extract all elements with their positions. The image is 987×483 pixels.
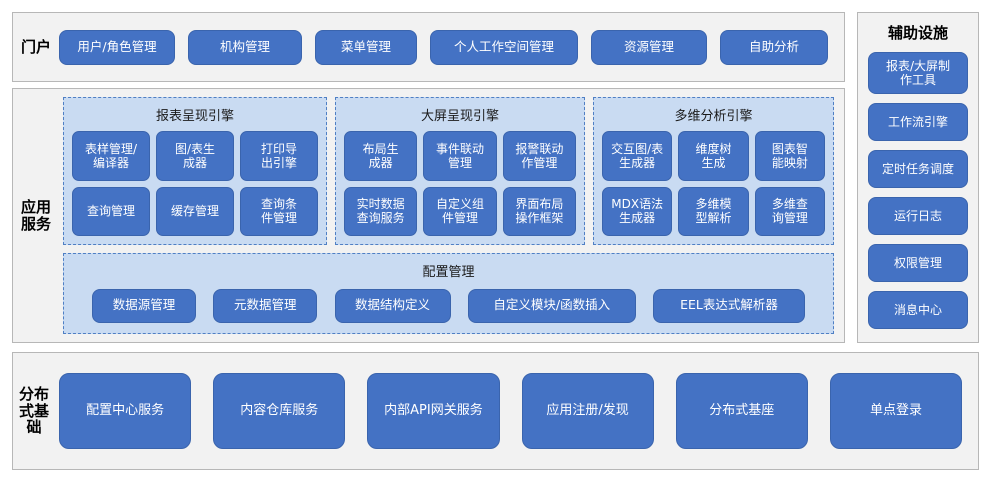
screen-item-custom-component-management[interactable]: 自定义组 件管理 [423, 186, 497, 236]
screen-item-realtime-data-query-service[interactable]: 实时数据 查询服务 [344, 186, 418, 236]
multidimensional-analysis-engine-title: 多维分析引擎 [674, 109, 753, 124]
screen-item-alarm-linkage-action-management[interactable]: 报警联动 作管理 [502, 131, 576, 181]
report-rendering-engine-title: 报表呈现引擎 [155, 109, 234, 124]
config-item-eel-expression-parser[interactable]: EEL表达式解析器 [653, 288, 805, 323]
config-item-custom-module-function-insertion[interactable]: 自定义模块/函数插入 [467, 288, 636, 323]
application-services-body: 报表呈现引擎 表样管理/ 编译器 图/表生 成器 打印导 出引擎 查询管理 缓存… [59, 89, 844, 342]
distributed-foundation-row: 配置中心服务 内容仓库服务 内部API网关服务 应用注册/发现 分布式基座 单点… [55, 373, 978, 449]
application-services-section: 应用服务 报表呈现引擎 表样管理/ 编译器 图/表生 成器 打印导 出引擎 查询… [12, 88, 845, 343]
dist-item-single-sign-on[interactable]: 单点登录 [829, 373, 963, 449]
olap-item-multidimensional-query-management[interactable]: 多维查 询管理 [754, 186, 825, 236]
distributed-foundation-section: 分布式基础 配置中心服务 内容仓库服务 内部API网关服务 应用注册/发现 分布… [12, 352, 979, 470]
report-item-template-management-compiler[interactable]: 表样管理/ 编译器 [72, 131, 150, 181]
dist-item-content-repository-service[interactable]: 内容仓库服务 [213, 373, 346, 449]
report-item-chart-table-generator[interactable]: 图/表生 成器 [156, 131, 234, 181]
portal-item-personal-workspace-management[interactable]: 个人工作空间管理 [430, 29, 578, 65]
auxiliary-facilities-section: 辅助设施 报表/大屏制 作工具 工作流引擎 定时任务调度 运行日志 权限管理 消… [857, 12, 979, 343]
aux-item-scheduled-task-scheduler[interactable]: 定时任务调度 [868, 150, 968, 188]
aux-item-workflow-engine[interactable]: 工作流引擎 [868, 103, 968, 141]
aux-item-message-center[interactable]: 消息中心 [868, 291, 968, 329]
large-screen-rendering-engine-title: 大屏呈现引擎 [420, 109, 499, 124]
auxiliary-facilities-list: 报表/大屏制 作工具 工作流引擎 定时任务调度 运行日志 权限管理 消息中心 [868, 52, 968, 329]
olap-item-mdx-syntax-generator[interactable]: MDX语法 生成器 [602, 186, 673, 236]
report-item-query-management[interactable]: 查询管理 [72, 186, 150, 236]
auxiliary-facilities-title: 辅助设施 [887, 24, 948, 42]
report-rendering-engine-grid: 表样管理/ 编译器 图/表生 成器 打印导 出引擎 查询管理 缓存管理 查询条 … [72, 131, 318, 236]
dist-item-application-registration-discovery[interactable]: 应用注册/发现 [521, 373, 654, 449]
large-screen-rendering-engine-grid: 布局生 成器 事件联动 管理 报警联动 作管理 实时数据 查询服务 自定义组 件… [344, 131, 576, 236]
portal-item-resource-management[interactable]: 资源管理 [591, 29, 707, 65]
aux-item-runtime-log[interactable]: 运行日志 [868, 197, 968, 235]
engine-panel-row: 报表呈现引擎 表样管理/ 编译器 图/表生 成器 打印导 出引擎 查询管理 缓存… [63, 97, 834, 245]
portal-section-label: 门户 [20, 37, 51, 56]
screen-item-layout-generator[interactable]: 布局生 成器 [344, 131, 418, 181]
config-item-data-structure-definition[interactable]: 数据结构定义 [334, 288, 451, 323]
olap-item-chart-intelligent-mapping[interactable]: 图表智 能映射 [754, 131, 825, 181]
multidimensional-analysis-engine-panel: 多维分析引擎 交互图/表 生成器 维度树 生成 图表智 能映射 MDX语法 生成… [593, 97, 834, 245]
dist-item-config-center-service[interactable]: 配置中心服务 [59, 373, 192, 449]
config-item-datasource-management[interactable]: 数据源管理 [92, 288, 196, 323]
dist-item-internal-api-gateway-service[interactable]: 内部API网关服务 [367, 373, 500, 449]
application-services-section-label: 应用服务 [20, 197, 51, 233]
screen-item-ui-layout-operation-framework[interactable]: 界面布局 操作框架 [502, 186, 576, 236]
portal-button-row: 用户/角色管理 机构管理 菜单管理 个人工作空间管理 资源管理 自助分析 [59, 29, 844, 65]
distributed-foundation-section-label: 分布式基础 [18, 385, 49, 437]
report-item-query-condition-management[interactable]: 查询条 件管理 [240, 186, 318, 236]
screen-item-event-linkage-management[interactable]: 事件联动 管理 [423, 131, 497, 181]
configuration-management-panel: 配置管理 数据源管理 元数据管理 数据结构定义 自定义模块/函数插入 EEL表达… [63, 253, 834, 334]
report-item-cache-management[interactable]: 缓存管理 [156, 186, 234, 236]
aux-item-permission-management[interactable]: 权限管理 [868, 244, 968, 282]
portal-section: 门户 用户/角色管理 机构管理 菜单管理 个人工作空间管理 资源管理 自助分析 [12, 12, 845, 82]
report-rendering-engine-panel: 报表呈现引擎 表样管理/ 编译器 图/表生 成器 打印导 出引擎 查询管理 缓存… [63, 97, 327, 245]
olap-item-multidimensional-model-parsing[interactable]: 多维模 型解析 [678, 186, 749, 236]
configuration-management-row: 数据源管理 元数据管理 数据结构定义 自定义模块/函数插入 EEL表达式解析器 [74, 287, 823, 324]
dist-item-distributed-base[interactable]: 分布式基座 [675, 373, 808, 449]
portal-item-user-role-management[interactable]: 用户/角色管理 [59, 29, 175, 65]
olap-item-dimension-tree-generation[interactable]: 维度树 生成 [678, 131, 749, 181]
portal-item-self-service-analysis[interactable]: 自助分析 [720, 29, 828, 65]
large-screen-rendering-engine-panel: 大屏呈现引擎 布局生 成器 事件联动 管理 报警联动 作管理 实时数据 查询服务… [335, 97, 585, 245]
portal-item-organization-management[interactable]: 机构管理 [188, 29, 302, 65]
portal-item-menu-management[interactable]: 菜单管理 [315, 29, 417, 65]
report-item-print-export-engine[interactable]: 打印导 出引擎 [240, 131, 318, 181]
multidimensional-analysis-engine-grid: 交互图/表 生成器 维度树 生成 图表智 能映射 MDX语法 生成器 多维模 型… [602, 131, 825, 236]
config-item-metadata-management[interactable]: 元数据管理 [213, 288, 318, 323]
aux-item-report-dashboard-authoring-tool[interactable]: 报表/大屏制 作工具 [868, 52, 968, 94]
configuration-management-title: 配置管理 [422, 265, 475, 280]
olap-item-interactive-chart-table-generator[interactable]: 交互图/表 生成器 [602, 131, 673, 181]
